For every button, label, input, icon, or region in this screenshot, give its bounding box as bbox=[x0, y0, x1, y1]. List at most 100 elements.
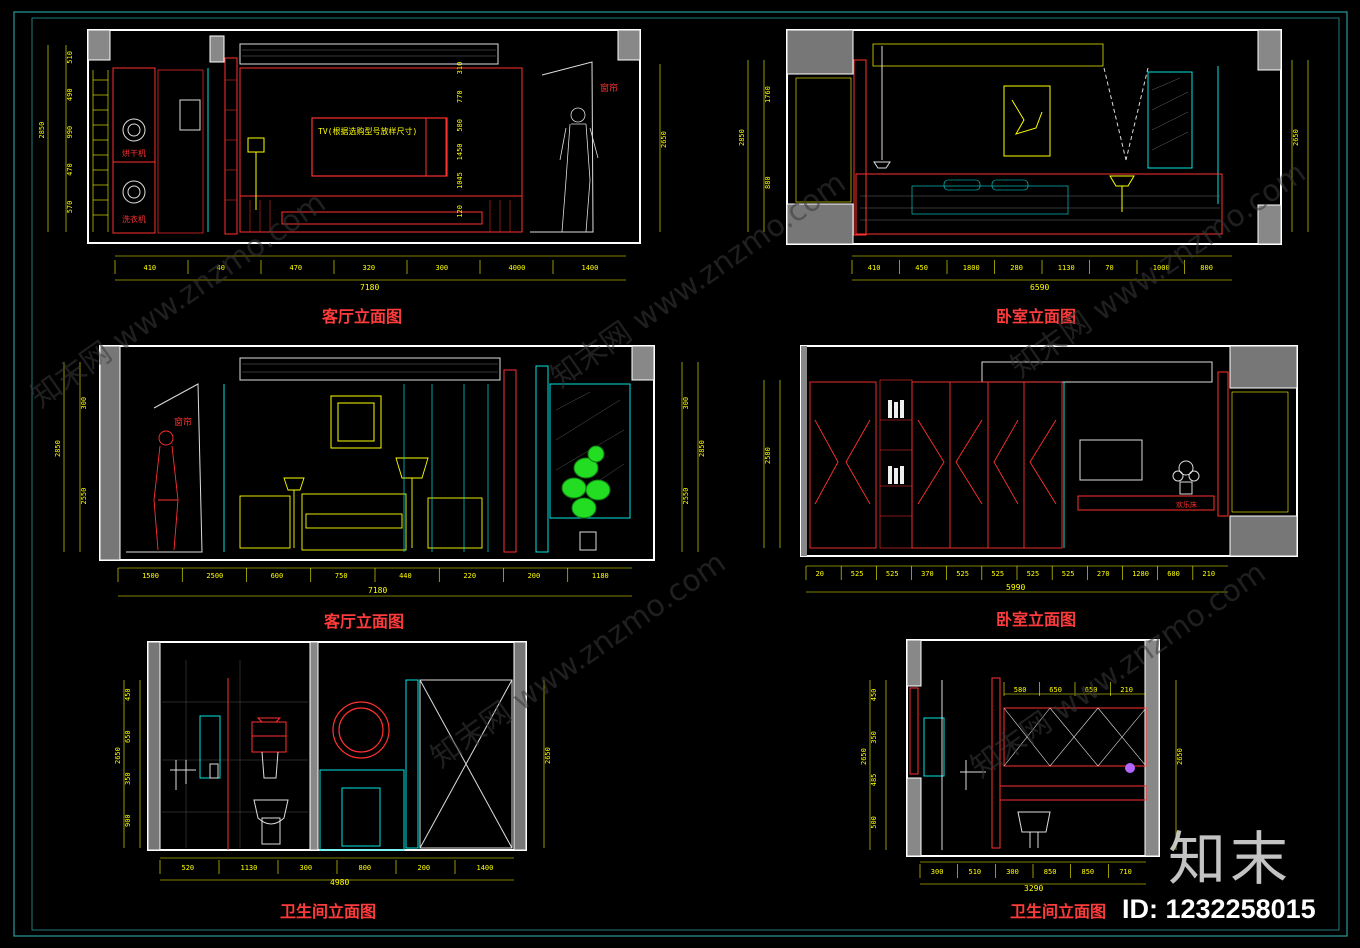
title-living-a: 客厅立面图 bbox=[322, 307, 402, 326]
dimension-label: 1130 bbox=[241, 864, 258, 872]
dimension-label: 70 bbox=[1105, 264, 1113, 272]
title-bath-a: 卫生间立面图 bbox=[280, 902, 376, 921]
dimension-label: 200 bbox=[418, 864, 431, 872]
brand-watermark: 知末 bbox=[1168, 825, 1293, 893]
dimension-label: 280 bbox=[1010, 264, 1023, 272]
dimension-label: 450 bbox=[124, 688, 132, 701]
dimension-label: 2850 bbox=[738, 129, 746, 146]
dimension-label: 2850 bbox=[54, 440, 62, 457]
bedroom-a-total: 6590 bbox=[1030, 283, 1049, 292]
dimension-label: 1800 bbox=[963, 264, 980, 272]
dimension-label: 525 bbox=[956, 570, 969, 578]
dimension-label: 850 bbox=[1082, 868, 1095, 876]
bed-label: 欢乐床 bbox=[1176, 500, 1197, 509]
dimension-label: 450 bbox=[915, 264, 928, 272]
dimension-label: 520 bbox=[182, 864, 195, 872]
dimension-label: 410 bbox=[868, 264, 881, 272]
dimension-label: 2650 bbox=[660, 131, 668, 148]
dimension-label: 300 bbox=[300, 864, 313, 872]
dimension-label: 1400 bbox=[582, 264, 599, 272]
dimension-label: 350 bbox=[870, 731, 878, 744]
title-bedroom-b: 卧室立面图 bbox=[996, 610, 1076, 629]
dimension-label: 1280 bbox=[1132, 570, 1149, 578]
dimension-label: 2650 bbox=[860, 748, 868, 765]
dimension-label: 320 bbox=[363, 264, 376, 272]
dimension-label: 710 bbox=[1119, 868, 1132, 876]
dimension-label: 300 bbox=[931, 868, 944, 876]
dimension-label: 470 bbox=[66, 163, 74, 176]
dimension-label: 300 bbox=[436, 264, 449, 272]
curtain-label-b: 窗帘 bbox=[174, 416, 192, 428]
dimension-label: 2850 bbox=[698, 440, 706, 457]
dimension-label: 270 bbox=[1097, 570, 1110, 578]
dimension-label: 2650 bbox=[1176, 748, 1184, 765]
dimension-label: 1450 bbox=[456, 143, 464, 160]
dimension-label: 580 bbox=[456, 119, 464, 132]
dimension-label: 40 bbox=[217, 264, 225, 272]
dimension-label: 450 bbox=[870, 689, 878, 702]
dimension-label: 570 bbox=[66, 201, 74, 214]
dimension-label: 200 bbox=[528, 572, 541, 580]
dimension-label: 510 bbox=[66, 51, 74, 64]
dimension-label: 1180 bbox=[592, 572, 609, 580]
dimension-label: 1045 bbox=[456, 172, 464, 189]
dimension-label: 1400 bbox=[477, 864, 494, 872]
dimension-label: 300 bbox=[682, 397, 690, 410]
dims-bedroom-a: 410 450 1800 280 1130 70 1000 800 1760 880 2850 265… bbox=[738, 86, 1300, 274]
dimension-label: 2500 bbox=[206, 572, 223, 580]
dimension-label: 2650 bbox=[114, 747, 122, 764]
dimension-label: 1130 bbox=[1058, 264, 1075, 272]
dimension-label: 650 bbox=[1085, 686, 1098, 694]
living-a-total: 7180 bbox=[360, 283, 379, 292]
bath-b-total: 3290 bbox=[1024, 884, 1043, 893]
dimension-label: 220 bbox=[463, 572, 476, 580]
panel-bedroom-a: 410 450 1800 280 1130 70 1000 800 1760 880 2850 265… bbox=[738, 29, 1309, 292]
dimension-label: 990 bbox=[66, 126, 74, 139]
dimension-label: 850 bbox=[1044, 868, 1057, 876]
dimension-label: 525 bbox=[886, 570, 899, 578]
dimension-label: 2550 bbox=[682, 488, 690, 505]
dimension-label: 2650 bbox=[1292, 129, 1300, 146]
dimension-label: 440 bbox=[399, 572, 412, 580]
dimension-label: 525 bbox=[991, 570, 1004, 578]
bath-a-total: 4980 bbox=[330, 878, 349, 887]
dimension-label: 310 bbox=[456, 62, 464, 75]
dimension-label: 490 bbox=[66, 88, 74, 101]
dimension-label: 2850 bbox=[38, 122, 46, 139]
title-bath-b: 卫生间立面图 bbox=[1010, 902, 1106, 921]
dimension-label: 1000 bbox=[1153, 264, 1170, 272]
dimension-label: 900 bbox=[124, 814, 132, 827]
dimension-label: 20 bbox=[816, 570, 824, 578]
dimension-label: 770 bbox=[456, 90, 464, 103]
dimension-label: 525 bbox=[1027, 570, 1040, 578]
dimension-label: 210 bbox=[1120, 686, 1133, 694]
dimension-label: 1760 bbox=[764, 86, 772, 103]
dryer-label: 烘干机 bbox=[122, 148, 146, 158]
dimension-label: 485 bbox=[870, 774, 878, 787]
curtain-label-a: 窗帘 bbox=[600, 82, 618, 94]
dimension-label: 600 bbox=[1167, 570, 1180, 578]
sheet-outer-border bbox=[13, 11, 1348, 937]
dimension-label: 120 bbox=[456, 205, 464, 218]
dimension-label: 370 bbox=[921, 570, 934, 578]
dimension-label: 880 bbox=[764, 176, 772, 189]
dimension-label: 525 bbox=[851, 570, 864, 578]
dimension-label: 750 bbox=[335, 572, 348, 580]
dimension-label: 650 bbox=[1049, 686, 1062, 694]
dimension-label: 580 bbox=[1014, 686, 1027, 694]
dimension-label: 210 bbox=[1202, 570, 1215, 578]
title-living-b: 客厅立面图 bbox=[324, 612, 404, 631]
living-b-total: 7180 bbox=[368, 586, 387, 595]
dimension-label: 2650 bbox=[544, 747, 552, 764]
dimension-label: 800 bbox=[1200, 264, 1213, 272]
dimension-label: 2580 bbox=[764, 447, 772, 464]
